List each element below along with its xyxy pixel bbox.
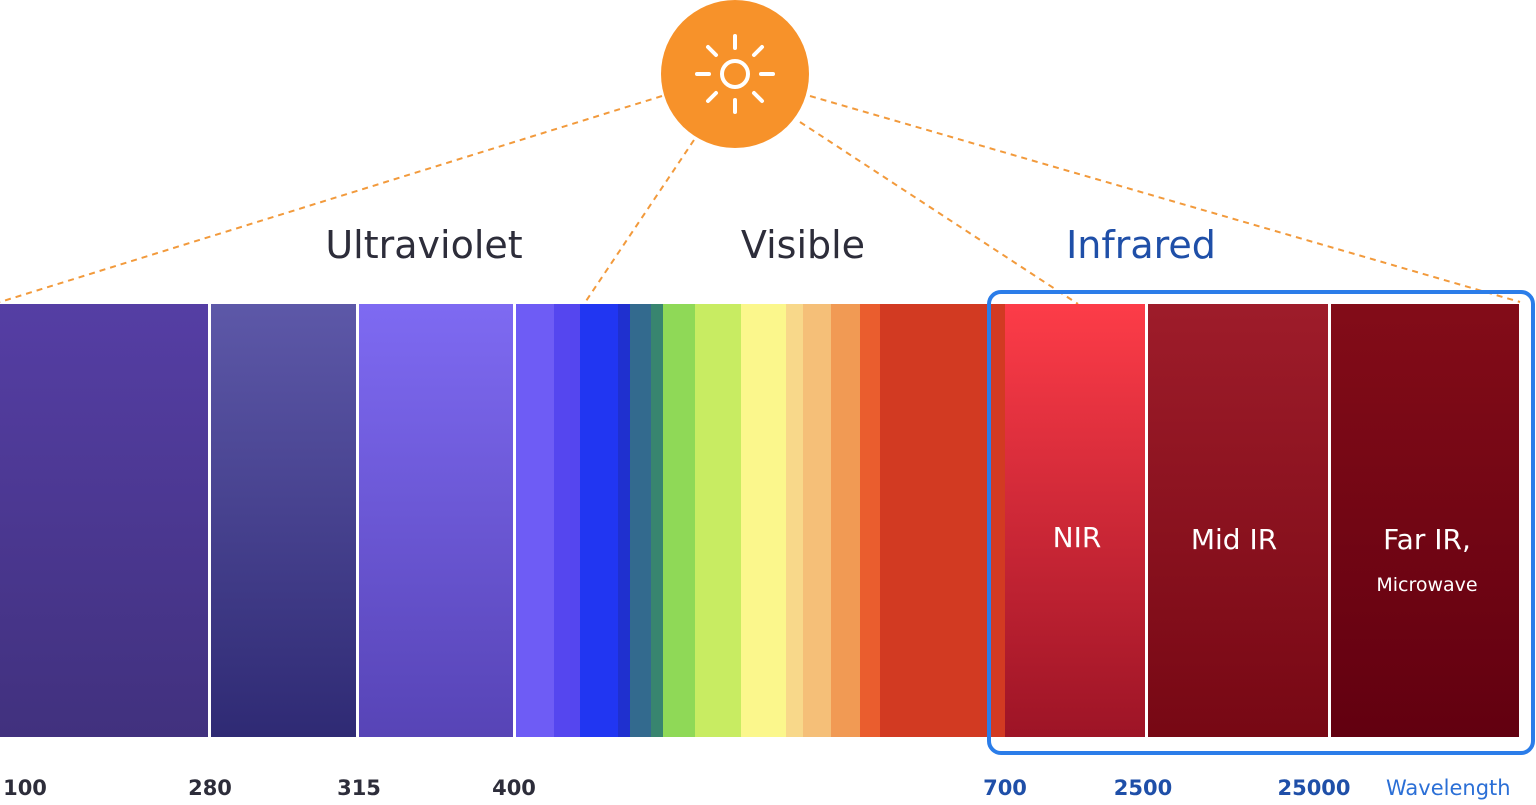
indigo-stripe [554,304,580,737]
band-divider [208,304,211,737]
tick-label: 2500 [1113,776,1173,800]
mid-ir-label: Mid IR [1190,523,1278,556]
nir-band [1005,304,1145,737]
ray-line [0,95,663,303]
tick-label: 25000 [1277,776,1351,800]
microwave-label: Microwave [1376,574,1478,596]
ultraviolet-label: Ultraviolet [325,223,523,267]
sun-icon [661,0,809,148]
peach-stripe [803,304,831,737]
violet-stripe [516,304,554,737]
ray-line [799,121,1079,305]
green-stripe [663,304,695,737]
uv-a-band [359,304,513,737]
infrared-highlight-frame [987,290,1535,755]
orange-stripe [831,304,860,737]
uv-b-band [211,304,356,737]
wavelength-axis-title: Wavelength [1386,776,1511,800]
tick-label: 315 [337,776,381,800]
light-orange-stripe [786,304,803,737]
slate-stripe [630,304,651,737]
uv-c-band [0,304,208,737]
tick-label: 100 [3,776,47,800]
tick-label: 280 [188,776,232,800]
far-ir-band [1331,304,1519,737]
band-divider [356,304,359,737]
far-ir-label: Far IR, [1383,523,1471,556]
infrared-label: Infrared [1066,223,1216,267]
deep-blue-stripe [618,304,630,737]
visible-label: Visible [740,223,866,267]
mid-ir-band [1148,304,1328,737]
nir-label: NIR [1052,521,1102,554]
tick-label: 700 [983,776,1027,800]
red-stripe [880,304,1005,737]
band-divider [1328,304,1331,737]
band-divider [1145,304,1148,737]
band-divider [513,304,516,737]
ray-line [809,95,1521,303]
yellow-stripe [741,304,786,737]
teal-stripe [651,304,663,737]
ray-line [583,139,695,305]
red-orange-stripe [860,304,880,737]
tick-label: 400 [492,776,536,800]
blue-stripe [580,304,618,737]
yellow-green-stripe [695,304,741,737]
